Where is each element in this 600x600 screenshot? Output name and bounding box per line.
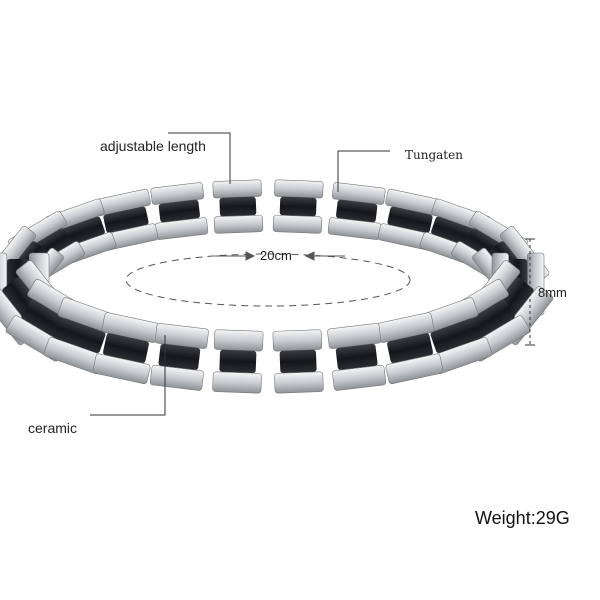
material-label: Tungaten: [405, 148, 463, 162]
ceramic-segment: [279, 196, 317, 217]
bracelet-link: [149, 323, 209, 391]
ceramic-segment: [335, 343, 378, 371]
ceramic-segment: [56, 318, 106, 354]
bracelet-link: [212, 179, 264, 234]
ceramic-segment: [336, 199, 378, 223]
bracelet-front-links: [0, 252, 554, 394]
ceramic-segment: [430, 318, 480, 354]
width-label: 8mm: [538, 285, 567, 300]
ceramic-label: ceramic: [28, 420, 78, 436]
ceramic-segment: [387, 333, 433, 364]
weight-label: Weight:29G: [475, 508, 570, 528]
ceramic-segment: [103, 333, 149, 364]
ceramic-segment: [103, 206, 149, 233]
diameter-dashed-ellipse: [125, 253, 411, 307]
bracelet-link: [272, 179, 324, 234]
ceramic-segment: [219, 196, 257, 217]
ceramic-segment: [279, 349, 317, 374]
bracelet-link: [327, 182, 386, 240]
ceramic-segment: [158, 199, 200, 223]
bracelet-link: [150, 182, 209, 240]
bracelet-link: [92, 312, 160, 385]
bracelet-link: [377, 188, 443, 251]
callout-lines: [90, 132, 535, 416]
bracelet-link: [272, 329, 324, 394]
adjustable-length-label: adjustable length: [100, 138, 206, 154]
bracelet-link: [327, 323, 387, 391]
diameter-label: 20cm: [260, 248, 292, 263]
diameter-arrows: [215, 251, 345, 261]
ceramic-segment: [219, 349, 257, 374]
ceramic-segment: [158, 343, 201, 371]
bracelet-link: [212, 329, 264, 394]
ceramic-segment: [387, 206, 433, 233]
